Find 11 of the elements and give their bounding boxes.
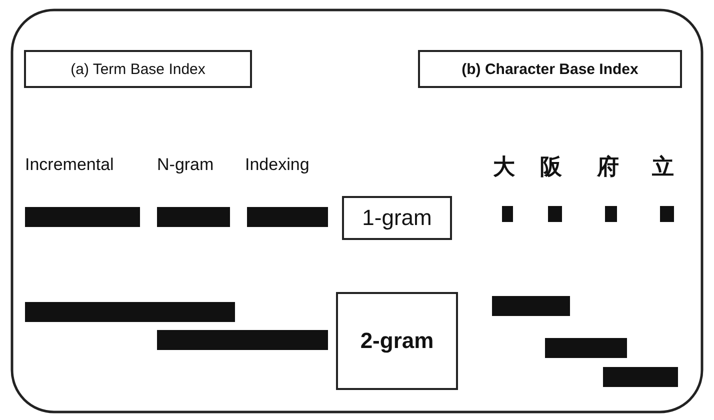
character-label: 府 [597, 153, 619, 181]
character-label: 阪 [540, 153, 562, 181]
column-label: Indexing [245, 155, 310, 175]
character-label: 立 [652, 153, 674, 181]
text-box: 1-gram [342, 196, 452, 240]
text-box: (b) Character Base Index [418, 50, 682, 88]
column-label: N-gram [157, 155, 214, 175]
text-box: (a) Term Base Index [24, 50, 252, 88]
character-label: 大 [493, 153, 515, 181]
text-box: 2-gram [336, 292, 458, 390]
column-label: Incremental [25, 155, 114, 175]
